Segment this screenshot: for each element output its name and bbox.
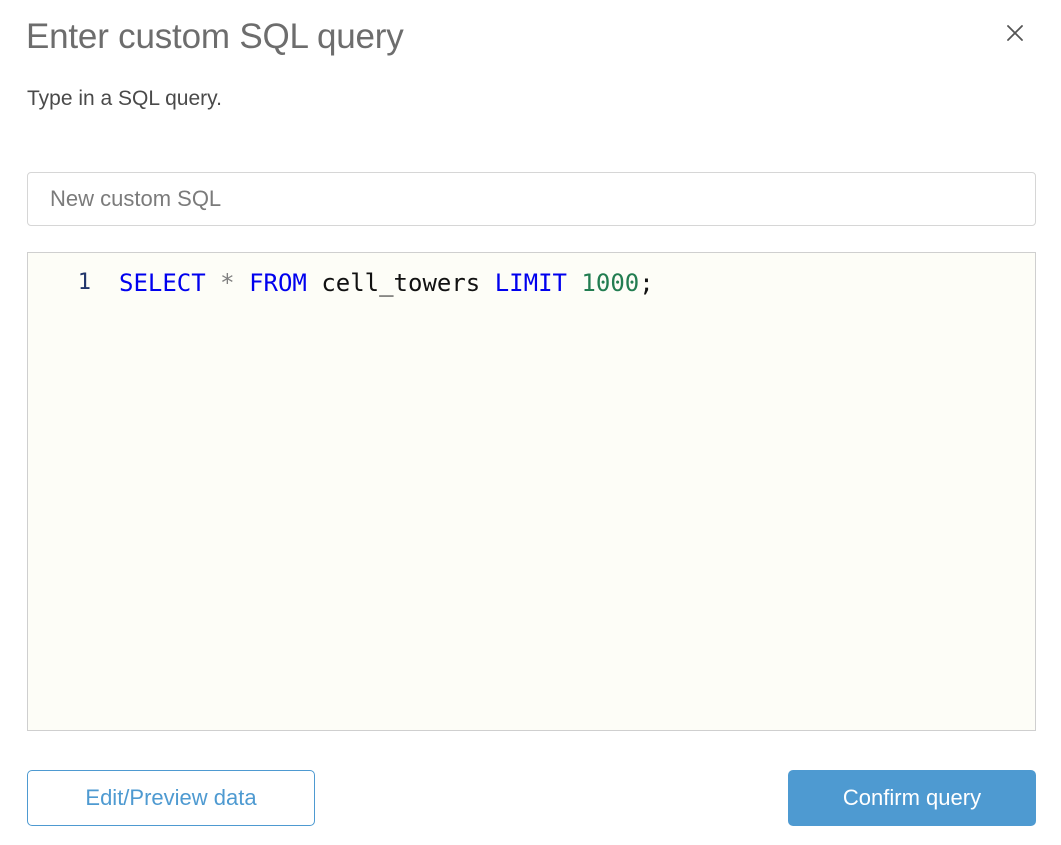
sql-token-keyword-8: LIMIT [494, 269, 567, 297]
sql-token-space-3 [235, 269, 249, 297]
dialog-header: Enter custom SQL query Type in a SQL que… [0, 0, 1061, 140]
sql-token-punct-11: ; [639, 269, 654, 297]
sql-token-keyword-0: SELECT [119, 269, 206, 297]
sql-token-number-10: 1000 [581, 269, 640, 297]
line-number-gutter: 1 [77, 270, 91, 295]
edit-preview-data-button[interactable]: Edit/Preview data [27, 770, 315, 826]
sql-token-ident-6: cell_towers [321, 269, 481, 297]
query-name-input[interactable] [27, 172, 1036, 226]
close-icon [1005, 23, 1025, 43]
sql-token-space-1 [206, 269, 220, 297]
sql-token-keyword-4: FROM [249, 269, 307, 297]
confirm-query-button[interactable]: Confirm query [788, 770, 1036, 826]
sql-code-line[interactable]: SELECT * FROM cell_towers LIMIT 1000; [119, 264, 654, 302]
sql-token-space-7 [480, 269, 494, 297]
close-button[interactable] [998, 16, 1032, 50]
sql-token-space-9 [567, 269, 581, 297]
dialog-subtitle: Type in a SQL query. [27, 87, 222, 110]
page-title: Enter custom SQL query [26, 17, 404, 56]
sql-token-space-5 [307, 269, 321, 297]
sql-editor[interactable]: 1 SELECT * FROM cell_towers LIMIT 1000; [27, 252, 1036, 731]
sql-token-star-2: * [220, 269, 235, 297]
editor-line: 1 SELECT * FROM cell_towers LIMIT 1000; [28, 264, 1035, 302]
